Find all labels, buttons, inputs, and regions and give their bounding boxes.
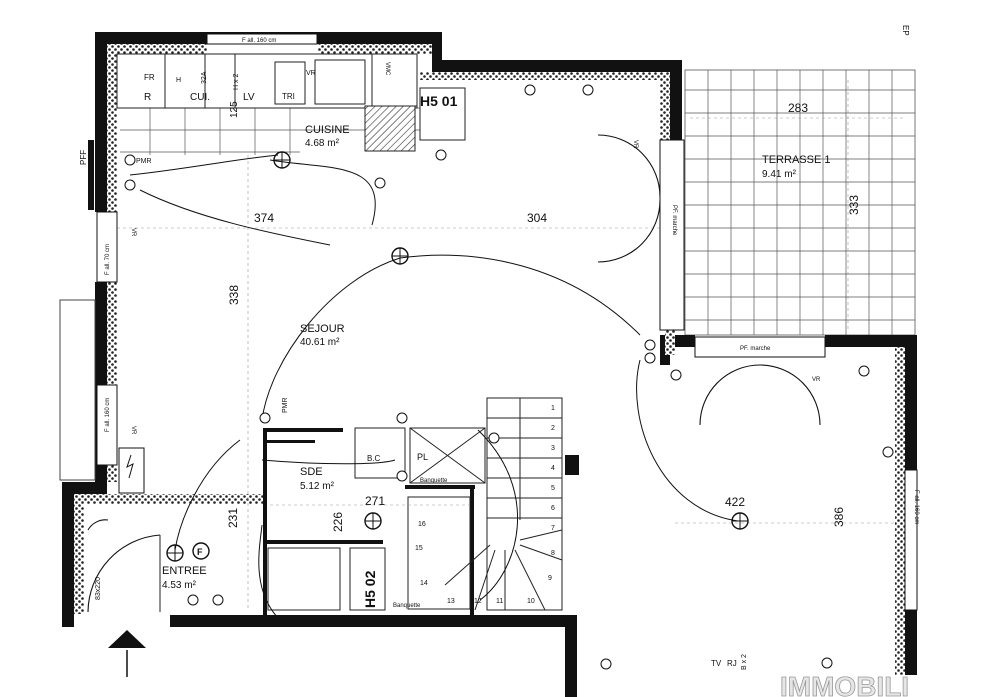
stair-number: 14 [420,580,428,587]
banquette-label: Banquette [393,603,421,609]
entrance-arrow-icon [108,630,146,677]
light-icon [731,512,749,530]
stair-number: 10 [527,598,535,605]
stair-numbers: 1 2 3 4 5 6 7 8 9 10 11 12 13 14 15 16 [415,405,555,605]
stair-number: 6 [551,505,555,512]
stair-number: 16 [418,521,426,528]
freezer-label: FR [144,73,155,82]
room-area-terrasse: 9.41 m² [762,169,797,180]
insulation-hatch [74,44,905,675]
dimension-label: 374 [254,211,274,225]
watermark: IMMOBILI [780,671,909,697]
room-name-cuisine: CUISINE [305,124,350,136]
cooker-label: CUI. [190,92,210,103]
window-label-terrace-bottom: PF. marche [740,346,771,352]
window-label-top: F all. 160 cm [242,38,276,44]
dimension-label: 231 [226,508,240,528]
dimension-label: 338 [227,285,241,305]
stair-number: 9 [548,575,552,582]
room-area-entree: 4.53 m² [162,580,197,591]
dimension-label: 386 [832,507,846,527]
shower-pl-label: PL [417,452,428,462]
banquette-label: Banquette [420,478,448,484]
window-labels: F all. 160 cm F all. 70 cm F all. 160 cm… [79,25,919,524]
interior-partitions [263,427,579,618]
vr-label: VR [130,426,136,435]
stair-number: 5 [551,485,555,492]
light-icon [391,247,409,265]
misc-labels: H5 01 H5 02 B.C PL Banquette Banquette P… [95,93,821,670]
stair-number: 2 [551,425,555,432]
bx2-label: B x 2 [741,654,748,670]
dimension-label: 271 [365,494,385,508]
dimension-label: 226 [331,512,345,532]
window-label-left-lower: F all. 160 cm [105,398,111,432]
room-name-sejour: SEJOUR [300,323,345,335]
stair-number: 12 [474,598,482,605]
pmr-label: PMR [136,158,152,165]
room-labels: SEJOUR 40.61 m² CUISINE 4.68 m² TERRASSE… [162,124,830,591]
vmc-label: VMC [384,62,390,76]
room-name-sde: SDE [300,466,323,478]
ceiling-light-icons [166,151,749,562]
pmr-label: PMR [282,397,289,413]
dishwasher-label: LV [243,92,255,103]
ep-label: EP [901,25,910,36]
window-label-right: F all. 160 cm [913,490,919,524]
room-area-sejour: 40.61 m² [300,337,340,348]
dimension-lines [117,80,905,610]
vr-label: VR [130,228,136,237]
light-icon [166,544,184,562]
stair-number: 13 [447,598,455,605]
room-area-sde: 5.12 m² [300,481,335,492]
pff-label: PFF [79,150,88,165]
door-swings [87,134,821,613]
light-icon [364,512,382,530]
f-label: F [197,547,203,557]
unit-code-h501: H5 01 [420,93,458,109]
stair-number: 4 [551,465,555,472]
dimension-label: 304 [527,211,547,225]
kitchen-units [116,53,466,152]
stair-number: 3 [551,445,555,452]
staircase [444,397,563,611]
fridge-label: R [144,92,151,103]
dimension-label: 422 [725,495,745,509]
kitchen-labels: R FR CUI. LV H H x 2 32A TRI VR VMC [144,62,390,103]
window-label-left-upper: F all. 70 cm [105,244,111,275]
rj-label: RJ [727,659,737,668]
room-name-entree: ENTREE [162,565,207,577]
terrace-tile-grid [684,69,916,336]
circuit-breaker-icon [192,542,210,560]
dimension-label: 283 [788,101,808,115]
stair-number: 11 [496,598,503,605]
dimension-labels: 374 304 338 283 333 422 386 271 231 226 … [226,101,861,532]
shower-bc-label: B.C [367,454,381,463]
vr-label: VR [812,377,821,383]
stair-number: 7 [551,525,555,532]
kitchen-vr-label: VR [306,70,316,77]
electrical-wiring [129,154,739,621]
socket-icons [124,84,894,670]
tri-label: TRI [282,92,295,101]
stair-number: 8 [551,550,555,557]
windows [59,33,918,611]
room-name-terrasse: TERRASSE 1 [762,154,830,166]
door-dimension-label: 83x220 [95,577,102,600]
tv-label: TV [711,659,722,668]
light-icon [273,151,291,169]
room-area-cuisine: 4.68 m² [305,138,340,149]
hood-label: H [176,77,181,84]
stair-number: 1 [551,405,555,412]
window-label-terrace-left: PF. marche [671,205,677,236]
unit-code-h502: H5 02 [362,570,378,608]
dimension-label: 333 [847,195,861,215]
dimension-label: 125 [229,101,240,118]
vr-label: VR [632,140,638,149]
hood-x2-label: H x 2 [233,74,240,90]
stair-number: 15 [415,545,423,552]
amp-label: 32A [201,71,208,84]
